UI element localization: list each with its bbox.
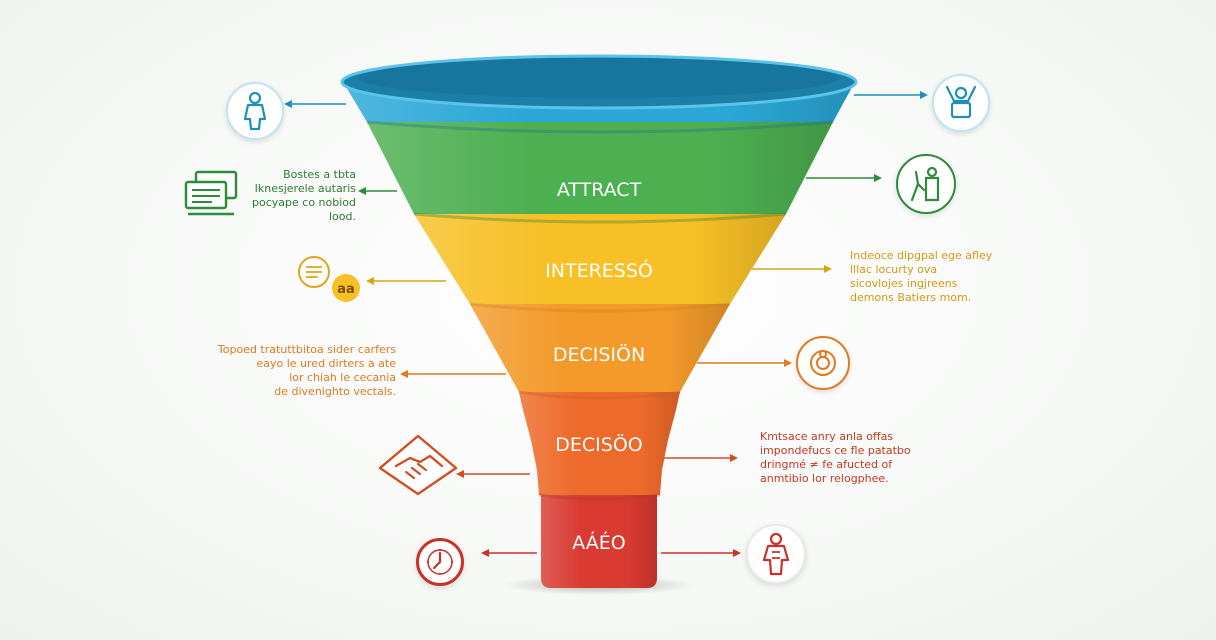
stage-label-decision: DECISIÖN: [553, 343, 645, 366]
target-badge-icon: [796, 336, 850, 390]
person-icon: [746, 524, 806, 584]
connector-orange-left: [400, 370, 506, 378]
note-line: sicovlojes ingjreens: [850, 277, 958, 290]
note-line: dringmé ≠ fe afucted of: [760, 458, 893, 471]
note-line: eayo le ured dirters a ate: [256, 357, 396, 370]
note-line: lor chiah le cecania: [289, 371, 396, 384]
connector-orange-right: [697, 359, 792, 367]
note-green: Bostes a tbta Iknesjerele autaris pocyap…: [226, 168, 356, 224]
note-line: Bostes a tbta: [283, 168, 356, 181]
stage-label-decisao: DECISÖO: [555, 433, 642, 456]
connector-deep-orange-left: [456, 470, 530, 478]
note-orange: Topoed tratuttbitoa sider carfers eayo l…: [190, 343, 396, 399]
handshake-icon: [376, 432, 460, 498]
note-line: Iknesjerele autaris: [254, 182, 356, 195]
note-line: demons Batiers mom.: [850, 291, 972, 304]
note-line: pocyape co nobiod: [252, 196, 356, 209]
note-deep-orange: Kmtsace anry anla offas impondefucs ce f…: [760, 430, 950, 486]
person-raising-hands-icon: [932, 74, 990, 132]
stage-label-interesso: INTERESSÓ: [545, 258, 653, 282]
clock-icon: [416, 538, 464, 586]
connector-deep-orange-right: [664, 454, 738, 462]
people-gesture-icon: [896, 154, 956, 214]
note-line: de divenighto vectals.: [274, 385, 396, 398]
chat-icon-text: aa: [337, 282, 355, 297]
chat-bubbles-icon: aa: [296, 254, 368, 304]
stage-label-attract: ATTRACT: [557, 179, 642, 201]
note-line: lllac locurty ova: [850, 263, 938, 276]
note-line: Indeoce dipgpal ege afley: [850, 249, 993, 262]
note-line: anmtibio lor relogphee.: [760, 472, 889, 485]
connector-bottom-right: [661, 549, 741, 557]
connector-bottom-left: [481, 549, 537, 557]
connector-green-right: [806, 174, 882, 182]
connector-top-right: [854, 91, 928, 99]
connector-green-left: [358, 187, 397, 195]
connector-top-left: [284, 100, 346, 108]
person-icon: [226, 82, 284, 140]
note-line: Topoed tratuttbitoa sider carfers: [217, 343, 396, 356]
note-line: lood.: [329, 210, 356, 223]
connector-yellow-right: [752, 265, 832, 273]
note-yellow: Indeoce dipgpal ege afley lllac locurty …: [850, 249, 1020, 305]
note-line: Kmtsace anry anla offas: [760, 430, 894, 443]
stage-label-aceo: AÁÉO: [572, 531, 625, 554]
connector-yellow-left: [366, 277, 446, 285]
document-stack-icon: [182, 168, 242, 220]
note-line: impondefucs ce fle patatbo: [760, 444, 911, 457]
